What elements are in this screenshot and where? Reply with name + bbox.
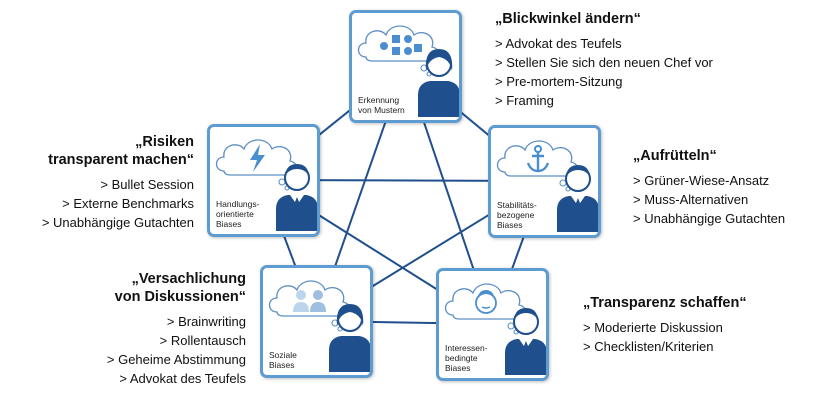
person-body [329,336,370,372]
person-body [276,195,317,231]
block-item: > Unabhängige Gutachten [633,211,786,226]
block-item: > Stellen Sie sich den neuen Chef vor [495,55,713,70]
person-small-body [293,302,309,312]
person-tie [576,198,580,216]
thought-cloud [268,280,351,317]
person-small-head [296,290,306,300]
node-interest-biases: Interessen- bedingte Biases [436,268,549,381]
block-item: > Framing [495,93,554,108]
node-label: Erkennung von Mustern [358,95,405,115]
face-mouth [481,306,491,309]
person-tie [295,197,299,215]
block-heading: „Aufrütteln“ [633,148,717,164]
thought-cloud [357,25,440,62]
person-small-body [310,302,326,312]
pattern-square-icon [392,35,400,43]
node-pattern-recognition: Erkennung von Mustern [349,10,462,123]
block-heading: „Risiken transparent machen“ [48,134,194,168]
person-body [418,81,459,117]
block-heading: „Transparenz schaffen“ [583,295,747,311]
person-body [557,196,598,232]
thought-bubble [559,179,567,187]
node-label: Soziale Biases [269,350,297,370]
person-tie [524,341,528,359]
node-label: Stabilitäts- bezogene Biases [497,200,537,230]
person-hair [425,49,453,71]
block-item: > Checklisten/Kriterien [583,339,714,354]
thought-person-icon [268,280,370,372]
text-block-create-transparency: „Transparenz schaffen“ > Moderierte Disk… [583,294,747,356]
thought-person-icon [215,139,317,231]
text-block-make-risks-transparent: „Risiken transparent machen“ > Bullet Se… [42,133,194,232]
pattern-circle-icon [404,35,412,43]
node-stability-biases: Stabilitäts- bezogene Biases [488,125,601,238]
block-item: > Brainwriting [166,314,246,329]
face-hair [477,290,495,299]
text-block-objectify-discussions: „Versachlichung von Diskussionen“ > Brai… [107,270,246,388]
node-label: Handlungs- orientierte Biases [216,199,260,229]
pattern-square-icon [392,47,400,55]
thought-person-icon [357,25,459,117]
block-item: > Moderierte Diskussion [583,320,723,335]
block-item: > Muss-Alternativen [633,192,749,207]
person-hair [514,308,538,320]
block-item: > Geheime Abstimmung [106,352,246,367]
thought-bubble [507,322,515,330]
thought-person-icon [444,283,546,375]
text-block-shake-up: „Aufrütteln“ > Grüner-Wiese-Ansatz > Mus… [633,147,785,228]
person-hair [336,304,364,326]
pattern-circle-icon [380,42,388,50]
block-heading: „Versachlichung von Diskussionen“ [114,271,246,305]
block-item: > Advokat des Teufels [119,371,246,386]
pattern-circle-icon [404,47,412,55]
lightning-bolt [250,144,265,172]
block-item: > Advokat des Teufels [495,36,622,51]
thought-person-icon [496,140,598,232]
anchor-shape [526,152,550,173]
pattern-square-icon [414,44,422,52]
person-small-head [313,290,323,300]
person-body [505,339,546,375]
block-item: > Rollentausch [159,333,246,348]
block-heading: „Blickwinkel ändern“ [495,11,641,27]
block-item: > Unabhängige Gutachten [41,215,194,230]
thought-bubble [278,178,286,186]
person-hair [285,164,309,176]
node-label: Interessen- bedingte Biases [445,343,488,373]
block-item: > Pre-mortem-Sitzung [495,74,623,89]
block-item: > Externe Benchmarks [62,196,194,211]
block-item: > Grüner-Wiese-Ansatz [633,173,770,188]
block-item: > Bullet Session [100,177,194,192]
text-block-change-perspective: „Blickwinkel ändern“ > Advokat des Teufe… [495,10,713,110]
node-action-biases: Handlungs- orientierte Biases [207,124,320,237]
node-social-biases: Soziale Biases [260,265,373,378]
person-hair [566,165,590,177]
